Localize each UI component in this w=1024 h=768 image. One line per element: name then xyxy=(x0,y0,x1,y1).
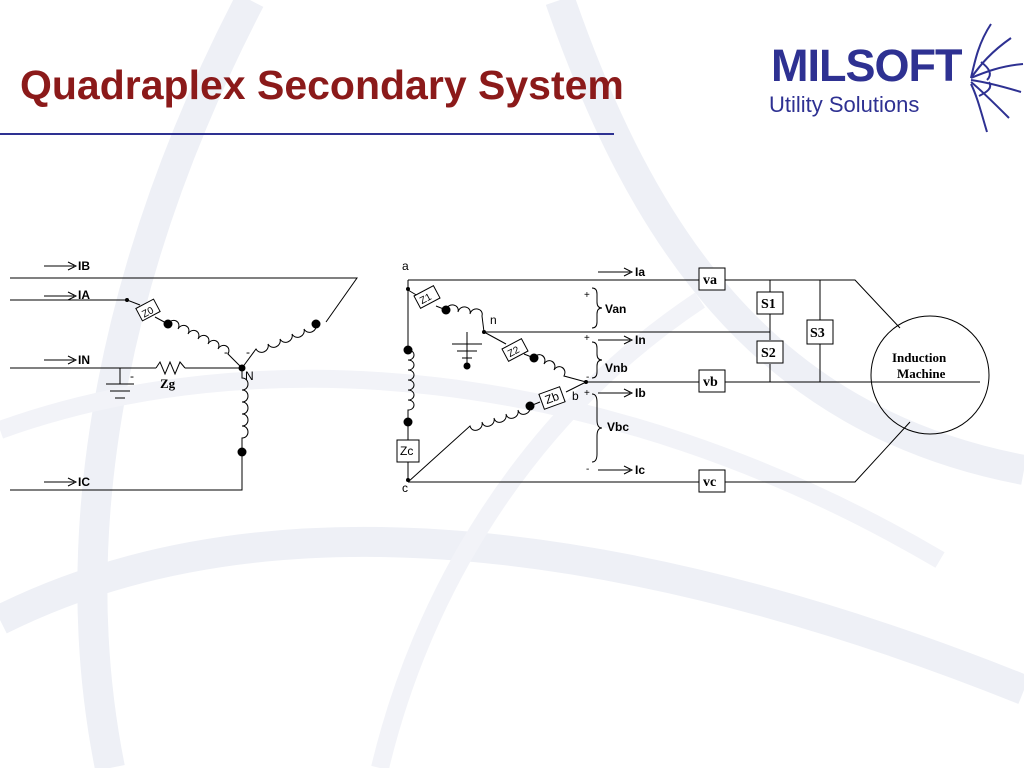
wire-phase-a xyxy=(408,279,901,329)
polarity-minus: - xyxy=(246,345,250,359)
polarity-plus: + xyxy=(584,290,590,301)
label-zc: Zc xyxy=(400,444,413,458)
label-z2: Z2 xyxy=(506,345,522,360)
label-vnb: Vnb xyxy=(605,361,628,375)
switch-s1-label: S1 xyxy=(761,297,776,312)
arrow-ib xyxy=(44,261,78,271)
impedance-z1-box xyxy=(413,284,441,310)
logo-subtitle: Utility Solutions xyxy=(769,92,920,117)
arrow-ia xyxy=(44,291,78,301)
switch-s2-box xyxy=(756,340,784,364)
meter-va-label: va xyxy=(703,273,717,288)
label-vbc: Vbc xyxy=(607,420,629,434)
arrow-ia-right xyxy=(598,267,634,277)
impedance-zc-box xyxy=(396,439,420,463)
wire-phase-c xyxy=(408,421,911,483)
wire-ib xyxy=(10,277,358,323)
brace-vbc xyxy=(591,393,603,463)
left-ground-symbol xyxy=(106,368,134,399)
node-b-label: b xyxy=(572,389,579,403)
label-z0: Z0 xyxy=(140,305,156,320)
polarity-minus: - xyxy=(224,345,228,359)
terminal-dot xyxy=(125,298,129,302)
meter-vc-box xyxy=(698,469,726,493)
arrow-ib-right xyxy=(598,388,634,398)
label-n-node: N xyxy=(245,369,254,383)
coil-phase-an xyxy=(435,304,485,333)
title-underline xyxy=(0,133,614,135)
node-a-label: a xyxy=(402,259,409,273)
right-ground-symbol xyxy=(452,332,482,366)
label-z1: Z1 xyxy=(418,292,434,307)
meter-vb-label: vb xyxy=(703,375,718,390)
terminal-dot-a xyxy=(406,287,410,291)
wire-ic xyxy=(10,452,243,491)
switch-s2-label: S2 xyxy=(761,346,776,361)
polarity-dot xyxy=(441,305,451,315)
label-ia-right: Ia xyxy=(635,265,645,279)
meter-va-box xyxy=(698,267,726,291)
machine-label-line2: Machine xyxy=(897,366,946,381)
label-ib: IB xyxy=(78,259,90,273)
terminal-dot-b xyxy=(584,380,588,384)
label-zb: Zb xyxy=(543,389,561,407)
label-ia: IA xyxy=(78,288,90,302)
arrow-in-right xyxy=(598,335,634,345)
label-van: Van xyxy=(605,302,626,316)
ground-resistor-zg xyxy=(155,360,186,376)
node-c-label: c xyxy=(402,481,408,495)
label-in-right: In xyxy=(635,333,646,347)
logo-name: MILSOFT xyxy=(771,40,962,91)
meter-vb-box xyxy=(698,369,726,393)
polarity-dot xyxy=(529,353,539,363)
brace-vnb xyxy=(591,341,603,379)
polarity-dot xyxy=(403,417,413,427)
polarity-dot xyxy=(237,447,247,457)
polarity-dot xyxy=(163,319,173,329)
brace-van xyxy=(591,287,603,329)
coil-left-b xyxy=(241,323,317,369)
label-ib-right: Ib xyxy=(635,386,646,400)
ground-dot xyxy=(463,362,471,370)
milsoft-logo: MILSOFT Utility Solutions xyxy=(765,22,1024,138)
label-zg: Zg xyxy=(160,376,176,391)
polarity-minus: - xyxy=(586,464,589,475)
page-title: Quadraplex Secondary System xyxy=(20,62,624,108)
terminal-dot-n xyxy=(482,330,486,334)
machine-label-line1: Induction xyxy=(892,350,947,365)
polarity-dot xyxy=(525,401,535,411)
coil-phase-bc xyxy=(407,401,541,483)
arrow-ic-right xyxy=(598,465,634,475)
polarity-dot xyxy=(311,319,321,329)
switch-s3-label: S3 xyxy=(810,326,825,341)
switch-s1-box xyxy=(756,291,784,315)
polarity-minus: - xyxy=(130,369,134,383)
meter-vc-label: vc xyxy=(703,475,716,490)
impedance-zb-box xyxy=(538,386,566,410)
wire-ia xyxy=(10,299,141,306)
label-ic-right: Ic xyxy=(635,463,645,477)
coil-phase-nb xyxy=(523,353,587,383)
polarity-plus: + xyxy=(584,388,590,399)
terminal-dot-c xyxy=(406,478,410,482)
polarity-minus: - xyxy=(586,372,589,383)
coil-phase-ac xyxy=(407,280,415,440)
impedance-z0-box xyxy=(135,298,161,322)
polarity-dot xyxy=(403,345,413,355)
label-in: IN xyxy=(78,353,90,367)
swirl-icon xyxy=(970,23,1024,133)
arrow-in xyxy=(44,355,78,365)
neutral-node-dot xyxy=(238,364,246,372)
polarity-plus: + xyxy=(584,333,590,344)
induction-machine-circle xyxy=(870,315,990,435)
coil-left-c xyxy=(241,368,249,452)
arrow-ic xyxy=(44,477,78,487)
label-ic: IC xyxy=(78,475,90,489)
node-n-label: n xyxy=(490,313,497,327)
coil-left-a xyxy=(167,319,243,369)
impedance-z2-box xyxy=(501,337,529,363)
switch-s3-box xyxy=(806,319,834,345)
